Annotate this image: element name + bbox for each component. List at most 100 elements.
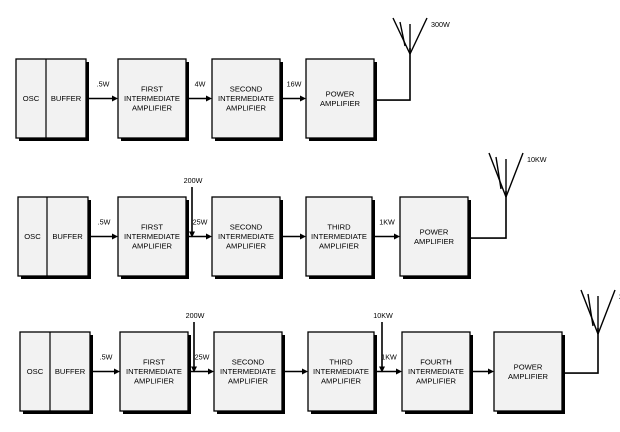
amplifier-label-line: SECOND xyxy=(230,85,263,94)
osc-label-line: OSC xyxy=(24,232,41,241)
amplifier-box xyxy=(307,331,375,412)
amplifier-label-line: INTERMEDIATE xyxy=(126,367,182,376)
drive-input-label: 200W xyxy=(186,311,205,320)
osc-label-line: OSC xyxy=(23,94,40,103)
signal-arrow-head xyxy=(112,233,118,240)
drive-input-label: 200W xyxy=(184,176,203,185)
amplifier-label-line: SECOND xyxy=(230,223,263,232)
antenna-feed-line xyxy=(562,328,599,374)
amplifier-label-line: FIRST xyxy=(141,85,163,94)
amplifier-label-line: AMPLIFIER xyxy=(319,242,360,251)
antenna-output-power: 10KW xyxy=(527,155,547,164)
amplifier-box xyxy=(117,58,187,139)
amplifier-label-line: INTERMEDIATE xyxy=(124,94,180,103)
power-level-label: 1KW xyxy=(379,218,395,227)
amplifier-label-line: FIRST xyxy=(143,358,165,367)
amplifier-label-line: INTERMEDIATE xyxy=(311,232,367,241)
amplifier-label-line: THIRD xyxy=(327,223,351,232)
amplifier-box xyxy=(399,196,469,277)
signal-arrow-head xyxy=(112,95,118,102)
signal-arrow-head xyxy=(206,233,212,240)
antenna-icon xyxy=(580,289,616,335)
amplifier-label-line: POWER xyxy=(326,89,355,98)
amplifier-label-line: AMPLIFIER xyxy=(414,237,455,246)
antenna-feed-line xyxy=(468,191,507,239)
osc-buffer-box xyxy=(17,196,89,277)
drive-input-arrow-head xyxy=(191,366,197,373)
antenna-icon xyxy=(488,152,524,198)
amplifier-label-line: FOURTH xyxy=(420,358,452,367)
amplifier-label-line: AMPLIFIER xyxy=(226,104,267,113)
drive-input-arrow-head xyxy=(189,231,195,238)
signal-arrow-head xyxy=(114,368,120,375)
amplifier-label-line: INTERMEDIATE xyxy=(218,94,274,103)
amplifier-label-line: AMPLIFIER xyxy=(508,372,549,381)
antenna-icon xyxy=(392,17,428,55)
antenna-feed-line xyxy=(374,48,411,101)
osc-buffer-block: OSC BUFFER xyxy=(19,331,93,414)
signal-arrow-head xyxy=(300,95,306,102)
power-level-label: 25W xyxy=(193,218,208,227)
amplifier-label-line: POWER xyxy=(514,362,543,371)
amplifier-label-line: AMPLIFIER xyxy=(226,242,267,251)
signal-arrow-head xyxy=(302,368,308,375)
amplifier-label-line: INTERMEDIATE xyxy=(124,232,180,241)
power-level-label: .5W xyxy=(100,353,113,362)
buffer-label-line: BUFFER xyxy=(52,232,83,241)
amplifier-label-line: THIRD xyxy=(329,358,353,367)
signal-arrow-head xyxy=(394,233,400,240)
osc-buffer-block: OSC BUFFER xyxy=(17,196,91,279)
amplifier-label-line: INTERMEDIATE xyxy=(218,232,274,241)
signal-arrow-head xyxy=(206,95,212,102)
buffer-label-line: BUFFER xyxy=(51,94,82,103)
amplifier-box xyxy=(493,331,563,412)
signal-arrow-head xyxy=(488,368,494,375)
power-level-label: .5W xyxy=(98,218,111,227)
amplifier-label-line: POWER xyxy=(420,227,449,236)
amplifier-label-line: AMPLIFIER xyxy=(321,377,362,386)
power-level-label: .5W xyxy=(97,80,110,89)
amplifier-label-line: AMPLIFIER xyxy=(134,377,175,386)
drive-input-arrow-head xyxy=(379,366,385,373)
amplifier-label-line: AMPLIFIER xyxy=(132,104,173,113)
amplifier-box xyxy=(117,196,187,277)
amplifier-box xyxy=(305,58,375,139)
osc-buffer-block: OSC BUFFER xyxy=(15,58,89,141)
amplifier-label-line: AMPLIFIER xyxy=(228,377,269,386)
amplifier-label-line: AMPLIFIER xyxy=(320,99,361,108)
amplifier-box xyxy=(401,331,471,412)
power-level-label: 1KW xyxy=(381,353,397,362)
amplifier-label-line: SECOND xyxy=(232,358,265,367)
buffer-label-line: BUFFER xyxy=(55,367,86,376)
amplifier-label-line: AMPLIFIER xyxy=(132,242,173,251)
power-level-label: 4W xyxy=(195,80,206,89)
amplifier-label-line: AMPLIFIER xyxy=(416,377,457,386)
power-level-label: 16W xyxy=(287,80,302,89)
amplifier-label-line: FIRST xyxy=(141,223,163,232)
signal-arrow-head xyxy=(300,233,306,240)
osc-label-line: OSC xyxy=(27,367,44,376)
antenna-output-power: 300W xyxy=(431,20,450,29)
amplifier-label-line: INTERMEDIATE xyxy=(220,367,276,376)
signal-arrow-head xyxy=(208,368,214,375)
power-level-label: 25W xyxy=(195,353,210,362)
amplifier-label-line: INTERMEDIATE xyxy=(408,367,464,376)
osc-buffer-box xyxy=(15,58,87,139)
amplifier-label-line: INTERMEDIATE xyxy=(313,367,369,376)
